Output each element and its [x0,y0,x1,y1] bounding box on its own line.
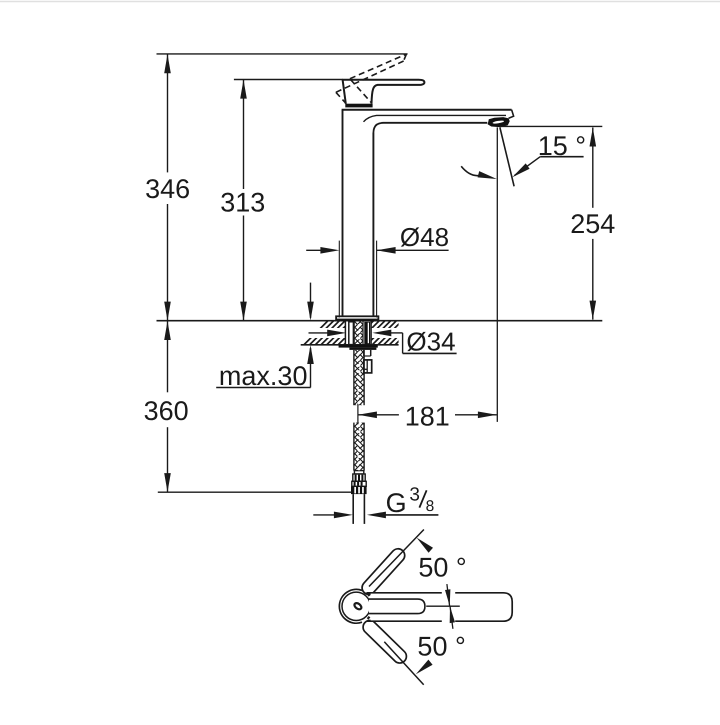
svg-text:G: G [386,488,407,518]
svg-text:15 °: 15 ° [538,131,586,161]
svg-text:360: 360 [144,396,189,426]
svg-text:8: 8 [426,498,435,515]
svg-text:181: 181 [405,402,450,432]
svg-text:Ø48: Ø48 [400,222,449,252]
svg-text:346: 346 [145,174,190,204]
svg-text:max.30: max.30 [219,361,308,391]
svg-text:50 °: 50 ° [417,632,465,662]
svg-text:3: 3 [409,485,420,506]
svg-text:313: 313 [220,187,265,217]
svg-text:Ø34: Ø34 [406,326,455,356]
svg-text:50 °: 50 ° [418,552,466,582]
svg-text:254: 254 [570,209,615,239]
